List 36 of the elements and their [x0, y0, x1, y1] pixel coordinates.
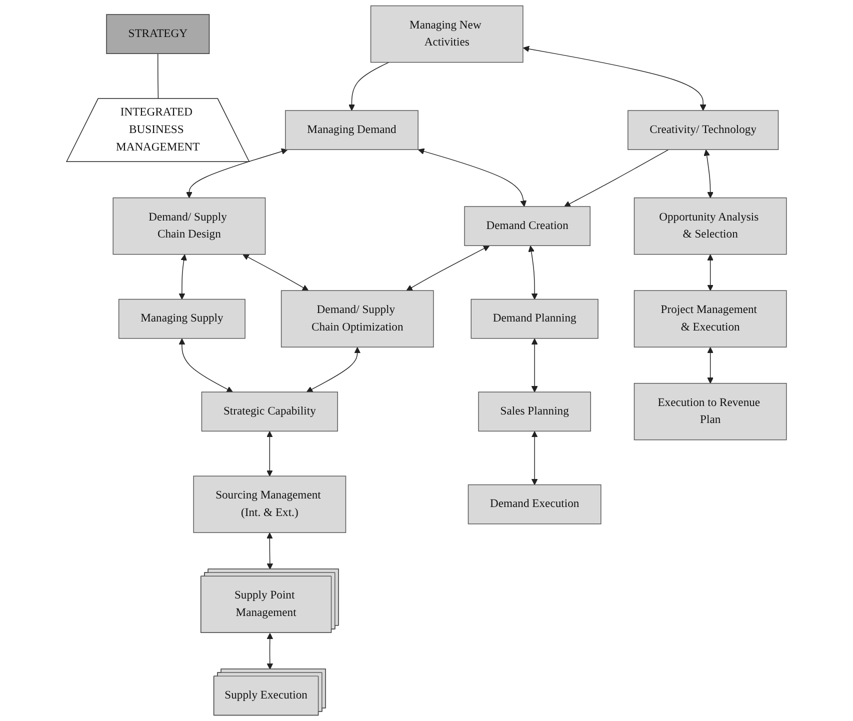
arrow: [242, 254, 309, 291]
arrow: [266, 431, 273, 476]
arrow: [178, 254, 187, 300]
arrow: [528, 246, 538, 300]
node-box: Execution to Revenue Plan: [634, 382, 787, 440]
arrow: [522, 46, 706, 111]
arrow: [186, 148, 288, 198]
arrow: [531, 338, 538, 392]
node-box: Demand/ Supply Chain Optimization: [280, 290, 434, 348]
arrow: [418, 148, 527, 207]
arrow: [704, 150, 714, 198]
node-box: Demand Execution: [468, 484, 602, 524]
connector: [158, 53, 159, 100]
arrow: [707, 347, 714, 384]
node-box: Project Management & Execution: [634, 290, 787, 348]
arrow: [348, 62, 390, 111]
node-box: Sales Planning: [478, 392, 591, 432]
arrow: [406, 246, 490, 291]
node-box: Demand Creation: [464, 206, 590, 246]
arrow: [266, 532, 274, 570]
node-box: STRATEGY: [106, 14, 210, 54]
node-box: Demand/ Supply Chain Design: [112, 197, 266, 255]
arrow: [178, 338, 233, 392]
node-box: Managing Demand: [285, 110, 418, 150]
arrow: [266, 632, 274, 670]
node-box: Strategic Capability: [201, 392, 338, 432]
arrow: [306, 347, 361, 392]
node-box: Opportunity Analysis & Selection: [634, 197, 787, 255]
node-box: Sourcing Management (Int. & Ext.): [193, 476, 346, 533]
node-box: Creativity/ Technology: [628, 110, 779, 150]
arrow: [564, 149, 669, 207]
node-box: Managing Supply: [118, 298, 246, 339]
node-box: Managing New Activities: [370, 5, 524, 63]
node-box: Demand Planning: [470, 298, 598, 339]
arrow: [531, 431, 538, 486]
arrow: [707, 254, 714, 291]
